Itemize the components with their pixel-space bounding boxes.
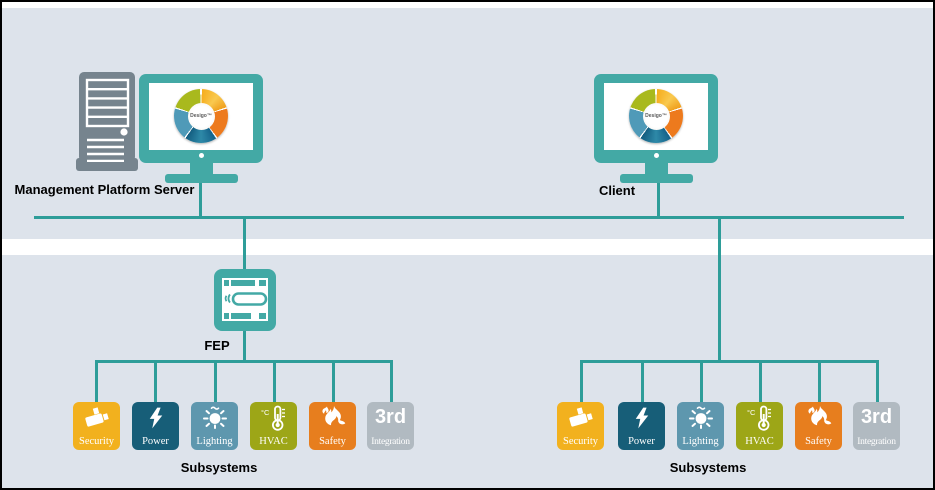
lightning-bolt-icon — [618, 404, 665, 432]
server-monitor-neck — [190, 162, 213, 175]
subsystem-label: Security — [79, 436, 114, 447]
subsystem-label: HVAC — [745, 436, 774, 447]
flame-icon — [309, 404, 356, 432]
third-party-text-icon: 3rd — [860, 406, 893, 428]
fep-controller-graphic — [224, 280, 268, 319]
subsystem-box-power: Power — [618, 402, 665, 450]
svg-text:°C: °C — [747, 408, 756, 417]
server-drop-line — [199, 182, 202, 218]
light-bulb-icon — [191, 404, 238, 432]
subsystem-label: Security — [563, 436, 598, 447]
left-drop-1 — [95, 360, 98, 404]
lightning-bolt-icon — [132, 404, 179, 432]
subsystem-label: Safety — [319, 436, 346, 447]
subsystem-label: Safety — [805, 436, 832, 447]
subsystem-box-power: Power — [132, 402, 179, 450]
left-drop-3 — [214, 360, 217, 404]
client-drop-line — [657, 182, 660, 218]
right-drop-5 — [818, 360, 821, 404]
third-party-text-icon: 3rd — [374, 406, 407, 428]
subsystem-label: Power — [628, 436, 655, 447]
server-monitor-icon: Desigo™ — [139, 74, 263, 163]
subsystem-label: Integration — [371, 437, 410, 447]
desigo-wheel-logo: Desigo™ — [174, 89, 228, 143]
fep-device-icon — [214, 269, 276, 331]
fep-trunk-line — [243, 217, 246, 270]
subsystem-box-safety: Safety — [795, 402, 842, 450]
right-connector-line — [580, 360, 879, 363]
left-drop-5 — [332, 360, 335, 404]
subsystem-label: Integration — [857, 437, 896, 447]
desigo-wheel-logo: Desigo™ — [629, 89, 683, 143]
subsystem-box-hvac: °C HVAC — [250, 402, 297, 450]
subsystem-box-lighting: Lighting — [677, 402, 724, 450]
cctv-camera-icon — [557, 404, 604, 432]
thermometer-icon: °C — [736, 404, 783, 432]
server-monitor-foot — [165, 174, 238, 183]
subsystem-box-third-party: 3rd Integration — [853, 402, 900, 450]
server-tower-icon — [79, 72, 135, 163]
right-trunk-line — [718, 217, 721, 362]
client-monitor-foot — [620, 174, 693, 183]
subsystem-box-lighting: Lighting — [191, 402, 238, 450]
svg-text:°C: °C — [261, 408, 270, 417]
right-drop-4 — [759, 360, 762, 404]
network-band — [2, 239, 933, 255]
desigo-wheel-center-label: Desigo™ — [642, 102, 670, 130]
light-bulb-icon — [677, 404, 724, 432]
thermometer-icon: °C — [250, 404, 297, 432]
fep-to-subsystems-line — [243, 331, 246, 362]
subsystem-box-security: Security — [557, 402, 604, 450]
subsystem-box-security: Security — [73, 402, 120, 450]
subsystem-box-hvac: °C HVAC — [736, 402, 783, 450]
client-monitor-neck — [645, 162, 668, 175]
flame-icon — [795, 404, 842, 432]
left-connector-line — [95, 360, 393, 363]
right-drop-3 — [700, 360, 703, 404]
desigo-wheel-center-label: Desigo™ — [187, 102, 215, 130]
subsystem-label: Power — [142, 436, 169, 447]
top-strip — [2, 2, 933, 8]
cctv-camera-icon — [73, 404, 120, 432]
subsystem-label: Lighting — [682, 436, 719, 447]
fep-label: FEP — [204, 338, 230, 353]
server-monitor-power-dot — [198, 153, 204, 158]
left-drop-6 — [390, 360, 393, 404]
fep-device-panel — [222, 278, 268, 321]
subsystem-label: Lighting — [196, 436, 233, 447]
left-subsystems-title: Subsystems — [180, 460, 258, 475]
right-drop-2 — [641, 360, 644, 404]
subsystem-label: HVAC — [259, 436, 288, 447]
left-drop-2 — [154, 360, 157, 404]
client-monitor-icon: Desigo™ — [594, 74, 718, 163]
right-subsystems-title: Subsystems — [669, 460, 747, 475]
network-bus-line — [34, 216, 904, 219]
subsystem-box-safety: Safety — [309, 402, 356, 450]
server-tower-details — [85, 78, 130, 163]
right-drop-6 — [876, 360, 879, 404]
subsystem-box-third-party: 3rd Integration — [367, 402, 414, 450]
client-label: Client — [598, 183, 636, 198]
right-drop-1 — [580, 360, 583, 404]
server-label: Management Platform Server — [14, 182, 195, 197]
left-drop-4 — [273, 360, 276, 404]
client-monitor-power-dot — [653, 153, 659, 158]
